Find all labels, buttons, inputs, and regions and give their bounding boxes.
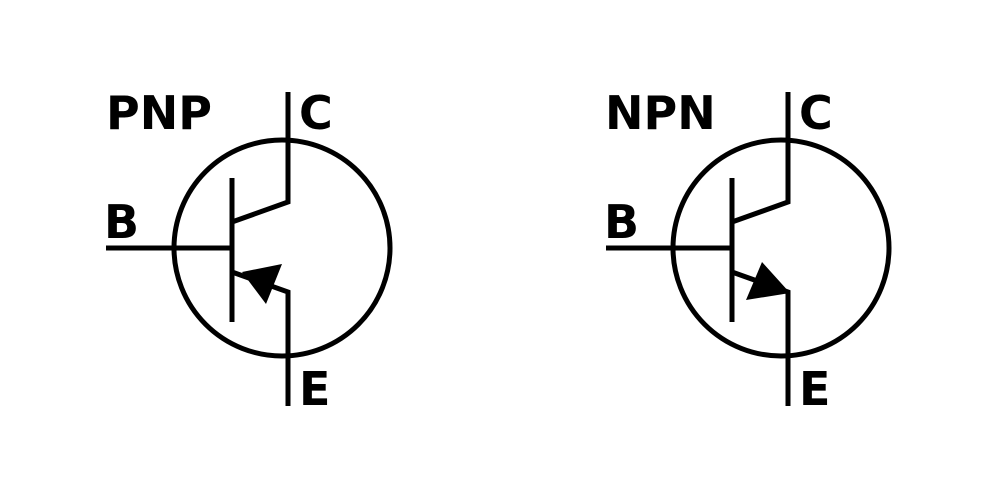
pnp-base-label: B: [104, 195, 139, 249]
npn-emitter-arrow-icon: [746, 262, 790, 300]
npn-collector-label: C: [799, 86, 833, 140]
pnp-collector-label: C: [299, 86, 333, 140]
pnp-transistor-symbol: PNP B C E: [104, 86, 393, 416]
npn-transistor-symbol: NPN B C E: [604, 86, 892, 416]
pnp-emitter-label: E: [299, 362, 330, 416]
npn-emitter-label: E: [799, 362, 830, 416]
npn-base-label: B: [604, 195, 639, 249]
npn-collector-lead: [731, 92, 791, 225]
pnp-type-label: PNP: [106, 86, 212, 140]
pnp-collector-lead: [231, 92, 291, 225]
npn-type-label: NPN: [605, 86, 716, 140]
pnp-emitter-arrow-icon: [242, 264, 282, 304]
